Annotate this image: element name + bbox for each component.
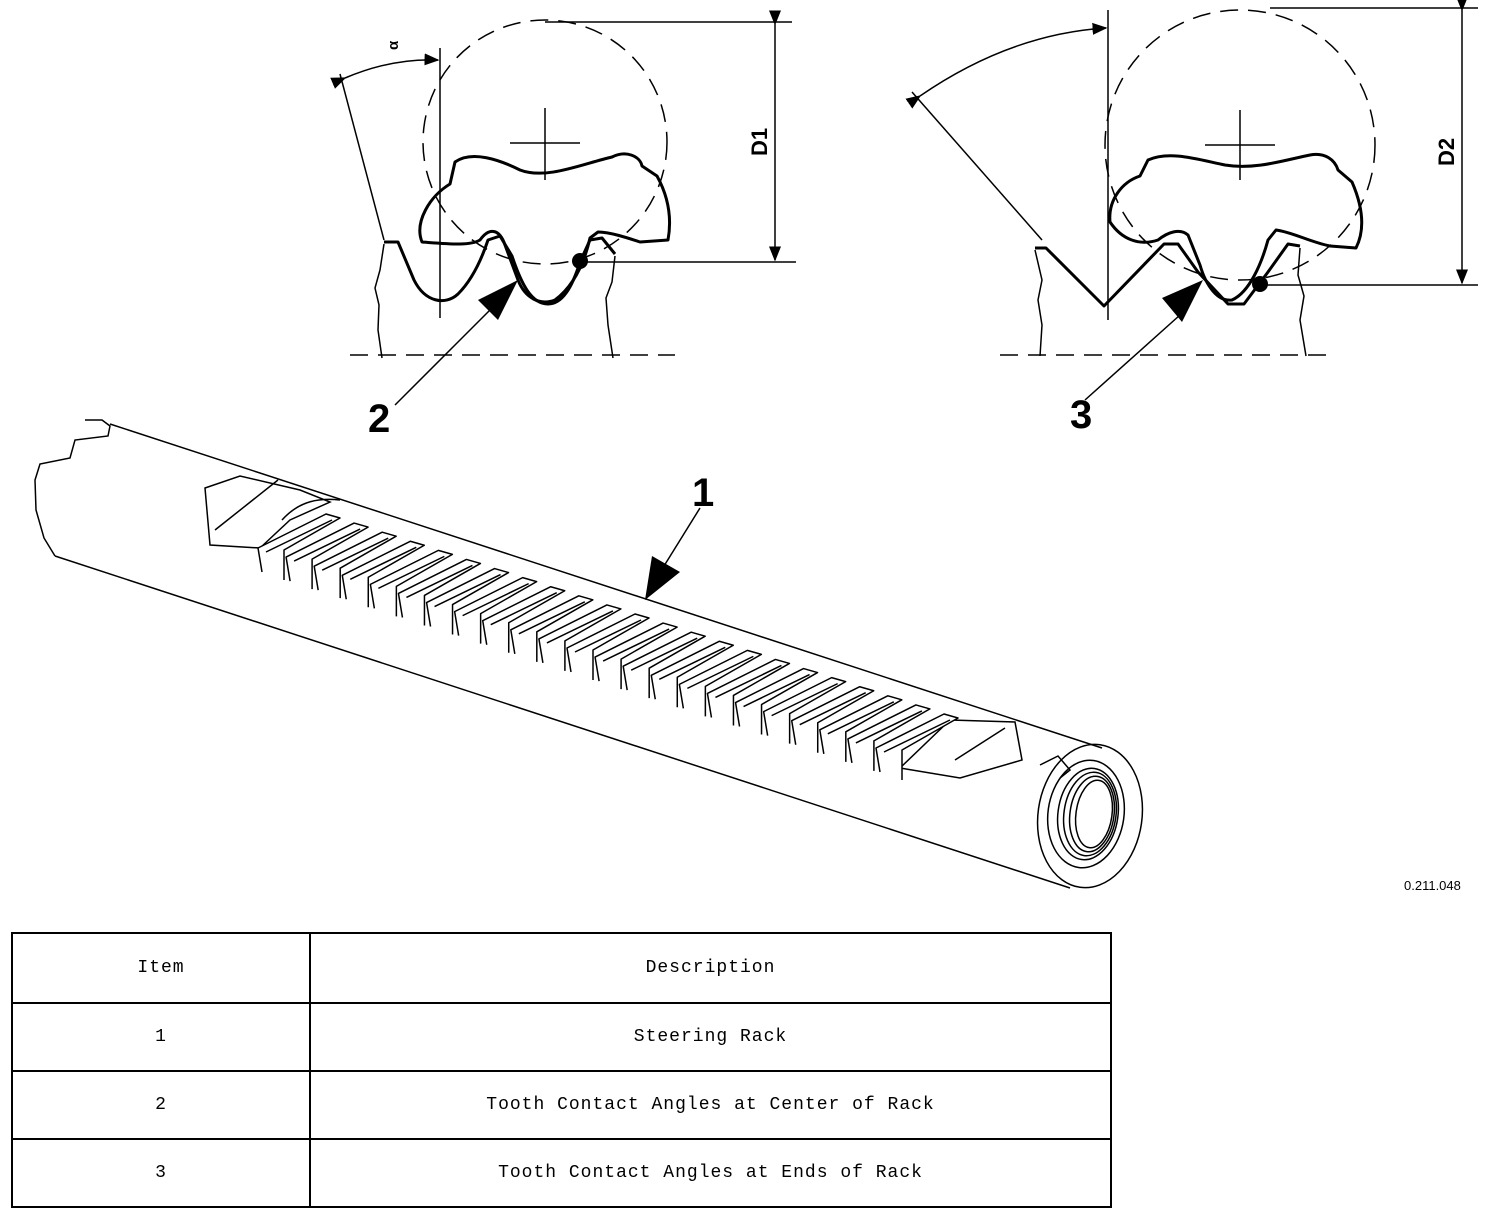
rack-tooth-profile [384, 234, 617, 306]
table-row: 2 Tooth Contact Angles at Center of Rack [11, 1070, 1112, 1140]
rack-tooth [425, 567, 510, 635]
rack-tooth [538, 604, 622, 671]
steering-rack: 1 [34, 419, 1144, 889]
rack-tooth [706, 658, 791, 726]
rack-tooth [285, 522, 369, 590]
rack-tooth [453, 576, 538, 644]
rack-section-break-right [605, 255, 616, 359]
table-row: 1 Steering Rack [11, 1002, 1112, 1072]
callout-3-arrowhead [1162, 280, 1203, 322]
rack-section-break-right [1297, 247, 1307, 357]
rack-tooth [397, 558, 482, 626]
figure-code: 0.211.048 [1404, 878, 1461, 893]
d1-label: D1 [747, 128, 772, 156]
callout-3-leader [1084, 314, 1181, 401]
angle-reference-line [911, 91, 1043, 241]
rack-tooth [566, 613, 650, 680]
rack-bottom-edge [54, 555, 1071, 889]
rack-tooth [790, 685, 875, 753]
contact-point [1252, 276, 1268, 292]
rack-tooth [678, 649, 763, 717]
rack-tooth-profile [1035, 242, 1301, 308]
item-cell: 3 [11, 1138, 311, 1208]
item-cell: 2 [11, 1070, 311, 1140]
description-cell: Tooth Contact Angles at Ends of Rack [309, 1138, 1112, 1208]
rack-tooth [510, 595, 594, 662]
rack-tooth [594, 622, 678, 690]
callout-1-leader [663, 507, 701, 567]
rack-tooth [622, 631, 706, 699]
parts-table: Item Description 1 Steering Rack 2 Tooth… [11, 932, 1112, 1208]
angle-label: α [385, 40, 402, 50]
description-cell: Steering Rack [309, 1002, 1112, 1072]
rack-tooth [341, 540, 426, 608]
callout-1-label: 1 [692, 471, 714, 515]
rack-teeth [257, 513, 959, 780]
rack-tooth [313, 531, 397, 599]
pinion-center-crosshair [510, 108, 580, 180]
rack-left-broken-end [34, 419, 111, 557]
d2-label: D2 [1434, 138, 1459, 166]
rack-tooth [734, 667, 819, 735]
rack-top-edge [109, 423, 1103, 749]
pitch-circle [422, 19, 668, 265]
detail-center-of-rack: α D1 2 [330, 10, 796, 441]
rack-section-break-left [1034, 249, 1043, 357]
rack-tooth [481, 585, 566, 653]
contact-point [572, 253, 588, 269]
rack-tooth [257, 513, 341, 580]
callout-1-arrowhead [645, 556, 680, 600]
detail-ends-of-rack: D2 3 [905, 0, 1478, 437]
table-header-row: Item Description [11, 932, 1112, 1004]
rack-tooth [875, 713, 959, 780]
rack-tooth [819, 695, 903, 762]
callout-2-label: 2 [368, 397, 390, 441]
rack-tooth [762, 676, 847, 744]
table-row: 3 Tooth Contact Angles at Ends of Rack [11, 1138, 1112, 1208]
rack-tooth [650, 640, 735, 708]
callout-2-arrowhead [478, 280, 518, 320]
rack-right-end [1036, 743, 1144, 889]
description-column-header: Description [309, 932, 1112, 1004]
angle-arc [330, 53, 440, 89]
pinion-center-crosshair [1205, 110, 1275, 180]
steering-rack-diagram: α D1 2 D2 3 [34, 0, 1478, 893]
pitch-circle [1104, 9, 1376, 281]
rack-tooth [369, 549, 454, 617]
angle-arc [905, 22, 1108, 109]
rack-tooth [847, 704, 931, 771]
item-column-header: Item [11, 932, 311, 1004]
angle-reference-line [339, 73, 385, 241]
rack-section-break-left [374, 243, 385, 359]
pinion-outline [1108, 152, 1364, 302]
item-cell: 1 [11, 1002, 311, 1072]
internal-thread [1056, 767, 1120, 861]
description-cell: Tooth Contact Angles at Center of Rack [309, 1070, 1112, 1140]
callout-2-leader [394, 309, 491, 406]
rack-right-flat [898, 719, 1023, 779]
rack-left-flat [204, 475, 341, 549]
callout-3-label: 3 [1070, 393, 1092, 437]
